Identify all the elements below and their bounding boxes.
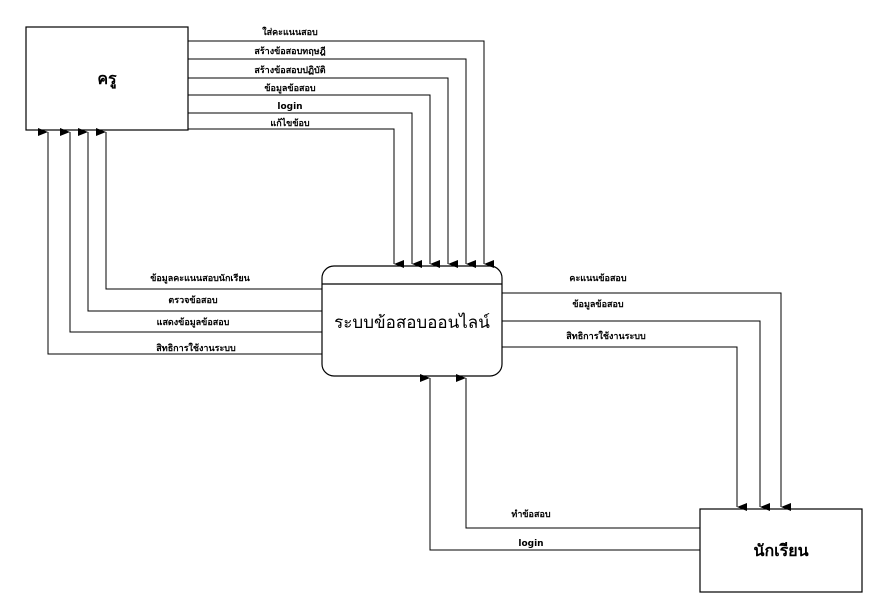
flow-line — [188, 128, 404, 268]
flow-line — [502, 320, 770, 511]
flow-label: login — [277, 102, 302, 112]
flow-line — [502, 346, 747, 511]
flow-label: ข้อมูลข้อสอบ — [264, 83, 315, 94]
flow-line — [78, 128, 322, 312]
student-label: นักเรียน — [754, 541, 809, 560]
flow-line — [188, 112, 422, 268]
student-to-system-flows: ทำข้อสอบ login — [420, 374, 700, 551]
flow-label: สร้างข้อสอบปฏิบัติ — [254, 65, 325, 76]
system-to-teacher-flows: ข้อมูลคะแนนสอบนักเรียน ตรวจข้อสอบ แสดงข้… — [38, 128, 322, 355]
flow-label: สิทธิการใช้งานระบบ — [566, 330, 646, 342]
flow-line — [38, 128, 322, 355]
flow-label: สร้างข้อสอบทฤษฎี — [254, 46, 325, 57]
flow-line — [188, 94, 440, 268]
flow-label: login — [518, 539, 543, 549]
teacher-entity: ครู — [25, 26, 189, 131]
flow-label: สิทธิการใช้งานระบบ — [156, 342, 236, 354]
flow-label: คะแนนข้อสอบ — [569, 273, 626, 284]
teacher-to-system-flows: ใส่คะแนนสอบ สร้างข้อสอบทฤษฎี สร้างข้อสอบ… — [188, 26, 494, 268]
flow-label: แก้ไขข้อบ — [270, 117, 309, 129]
teacher-label: ครู — [97, 69, 117, 90]
flow-line — [60, 128, 322, 333]
process-online-exam-system: ระบบข้อสอบออนไลน์ — [321, 265, 503, 377]
flow-line — [420, 374, 700, 551]
flow-label: ข้อมูลข้อสอบ — [572, 299, 623, 310]
flow-line — [502, 292, 791, 511]
flow-line — [456, 374, 700, 529]
flow-label: ทำข้อสอบ — [511, 509, 550, 520]
flow-line — [188, 40, 494, 268]
flow-line — [96, 128, 322, 290]
flow-line — [188, 58, 476, 268]
flow-label: ใส่คะแนนสอบ — [262, 26, 318, 38]
flow-label: ตรวจข้อสอบ — [168, 295, 217, 306]
system-to-student-flows: คะแนนข้อสอบ ข้อมูลข้อสอบ สิทธิการใช้งานร… — [502, 273, 791, 511]
flow-label: แสดงข้อมูลข้อสอบ — [157, 317, 230, 328]
process-label: ระบบข้อสอบออนไลน์ — [334, 312, 490, 333]
flow-label: ข้อมูลคะแนนสอบนักเรียน — [150, 273, 250, 284]
flow-line — [188, 77, 458, 268]
student-entity: นักเรียน — [699, 508, 863, 593]
